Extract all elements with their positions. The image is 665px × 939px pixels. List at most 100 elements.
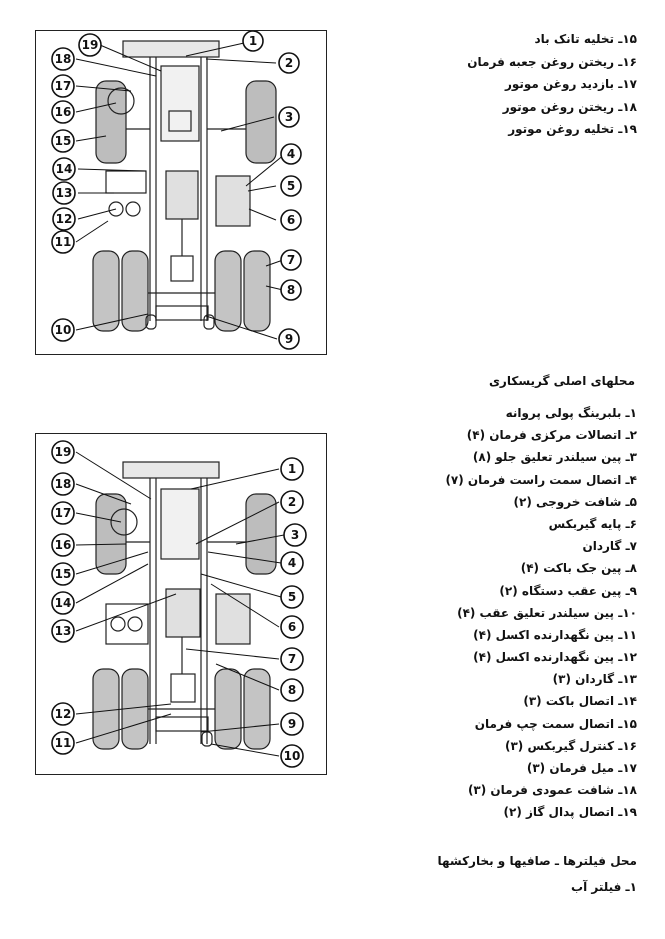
svg-text:10: 10	[284, 749, 301, 763]
grease-point-item: ۱۸ـ شافت عمودی فرمان (۳)	[467, 783, 637, 798]
callout-8: 8	[280, 279, 302, 301]
callout-14: 14	[52, 157, 76, 181]
grease-point-item: ۱۲ـ پین نگهدارنده اکسل (۴)	[473, 650, 637, 665]
svg-text:4: 4	[288, 556, 296, 570]
callout-1: 1	[280, 457, 304, 481]
callout-7: 7	[280, 249, 302, 271]
grease-point-item: ۶ـ پایه گیربکس	[548, 516, 637, 531]
svg-text:15: 15	[55, 567, 72, 581]
callout-11: 11	[51, 731, 75, 755]
callout-7: 7	[280, 647, 304, 671]
svg-text:8: 8	[287, 283, 295, 297]
filters-list: ۱ـ فیلتر آب	[571, 880, 637, 894]
callout-6: 6	[280, 209, 302, 231]
chassis-diagram-top: 1 2 3 4 5 6 7 8 9 10 11 12 13 14 15 16 1…	[35, 30, 327, 355]
callout-13: 13	[51, 619, 75, 643]
callout-5: 5	[280, 585, 304, 609]
callout-9: 9	[278, 328, 300, 350]
callout-19: 19	[51, 440, 75, 464]
svg-text:19: 19	[55, 445, 72, 459]
svg-text:11: 11	[55, 736, 72, 750]
chassis-diagram-bottom: 1 2 3 4 5 6 7 8 9 10 11 12 13 14 15 16 1…	[35, 433, 327, 775]
callout-8: 8	[280, 678, 304, 702]
chassis-drawing-top: 1 2 3 4 5 6 7 8 9 10 11 12 13 14 15 16 1…	[51, 31, 302, 350]
legend-item: ۱۸ـ ریختن روغن موتور	[502, 99, 637, 114]
svg-text:4: 4	[287, 147, 295, 161]
callout-10: 10	[280, 744, 304, 768]
legend-item: ۱۹ـ تخلیه روغن موتور	[508, 122, 637, 136]
callout-15: 15	[51, 562, 75, 586]
grease-point-item: ۱۷ـ میل فرمان (۳)	[526, 761, 637, 775]
callout-10: 10	[51, 318, 75, 342]
legend-item: ۱۵ـ تخلیه تانک باد	[534, 32, 638, 46]
svg-text:16: 16	[55, 538, 72, 552]
grease-points-list: ۱ـ بلبرینگ پولی پروانه ۲ـ اتصالات مرکزی …	[445, 402, 637, 824]
svg-text:13: 13	[55, 624, 72, 638]
callout-16: 16	[51, 533, 75, 557]
grease-point-item: ۳ـ پین سیلندر تعلیق جلو (۸)	[472, 450, 637, 465]
callout-17: 17	[51, 74, 75, 98]
callout-13: 13	[52, 181, 76, 205]
svg-text:12: 12	[56, 212, 73, 226]
callout-16: 16	[51, 100, 75, 124]
svg-text:1: 1	[249, 34, 257, 48]
svg-text:9: 9	[285, 332, 293, 346]
filters-heading: محل فیلترها ـ صافیها و بخارکشها	[437, 854, 637, 868]
top-diagram-legend: ۱۵ـ تخلیه تانک باد ۱۶ـ ریختن روغن جعبه ف…	[467, 28, 637, 141]
svg-text:14: 14	[55, 596, 72, 610]
svg-text:3: 3	[285, 110, 293, 124]
filter-item: ۱ـ فیلتر آب	[571, 880, 637, 894]
grease-point-item: ۵ـ شافت خروجی (۲)	[513, 494, 638, 509]
callout-14: 14	[51, 591, 75, 615]
svg-text:10: 10	[55, 323, 72, 337]
callout-12: 12	[52, 207, 76, 231]
svg-text:6: 6	[287, 213, 295, 227]
svg-text:14: 14	[56, 162, 73, 176]
grease-point-item: ۱۹ـ اتصال پدال گاز (۲)	[503, 805, 637, 820]
callout-9: 9	[280, 712, 304, 736]
svg-text:8: 8	[288, 683, 296, 697]
callout-1: 1	[242, 31, 264, 52]
svg-text:5: 5	[287, 179, 295, 193]
legend-item: ۱۶ـ ریختن روغن جعبه فرمان	[467, 54, 637, 69]
grease-point-item: ۱۱ـ پین نگهدارنده اکسل (۴)	[473, 627, 637, 642]
grease-point-item: ۱۳ـ گاردان (۳)	[552, 672, 637, 687]
grease-point-item: ۱ـ بلبرینگ پولی پروانه	[505, 406, 637, 420]
svg-text:15: 15	[55, 134, 72, 148]
svg-text:17: 17	[55, 79, 72, 93]
svg-text:19: 19	[82, 38, 99, 52]
grease-point-item: ۷ـ گاردان	[582, 539, 637, 554]
svg-text:6: 6	[288, 620, 296, 634]
callout-19: 19	[78, 33, 102, 57]
svg-text:7: 7	[287, 253, 295, 267]
callout-4: 4	[280, 143, 302, 165]
grease-point-item: ۱۴ـ اتصال باکت (۳)	[523, 694, 637, 709]
callout-18: 18	[51, 472, 75, 496]
svg-text:18: 18	[55, 52, 72, 66]
svg-text:17: 17	[55, 506, 72, 520]
grease-point-item: ۲ـ اتصالات مرکزی فرمان (۴)	[466, 428, 637, 443]
grease-point-item: ۸ـ پین جک باکت (۴)	[520, 561, 637, 576]
svg-text:1: 1	[288, 462, 296, 476]
callout-3: 3	[278, 106, 300, 128]
svg-text:16: 16	[55, 105, 72, 119]
svg-text:2: 2	[288, 495, 296, 509]
grease-point-item: ۱۶ـ کنترل گیربکس (۳)	[504, 738, 637, 753]
grease-point-item: ۱۰ـ پین سیلندر تعلیق عقب (۴)	[457, 605, 637, 620]
grease-point-item: ۱۵ـ اتصال سمت چپ فرمان	[474, 716, 637, 731]
grease-point-item: ۹ـ پین عقب دستگاه (۲)	[499, 583, 637, 598]
svg-text:5: 5	[288, 590, 296, 604]
svg-text:7: 7	[288, 652, 296, 666]
legend-item: ۱۷ـ بازدید روغن موتور	[504, 77, 637, 91]
callout-6: 6	[280, 615, 304, 639]
svg-text:9: 9	[288, 717, 296, 731]
callout-2: 2	[280, 490, 304, 514]
svg-text:12: 12	[55, 707, 72, 721]
callout-5: 5	[280, 175, 302, 197]
grease-point-item: ۴ـ اتصال سمت راست فرمان (۷)	[445, 472, 637, 487]
callout-17: 17	[51, 501, 75, 525]
svg-text:11: 11	[55, 235, 72, 249]
callout-12: 12	[51, 702, 75, 726]
chassis-drawing-bottom: 1 2 3 4 5 6 7 8 9 10 11 12 13 14 15 16 1…	[51, 440, 307, 768]
callout-2: 2	[278, 52, 300, 74]
